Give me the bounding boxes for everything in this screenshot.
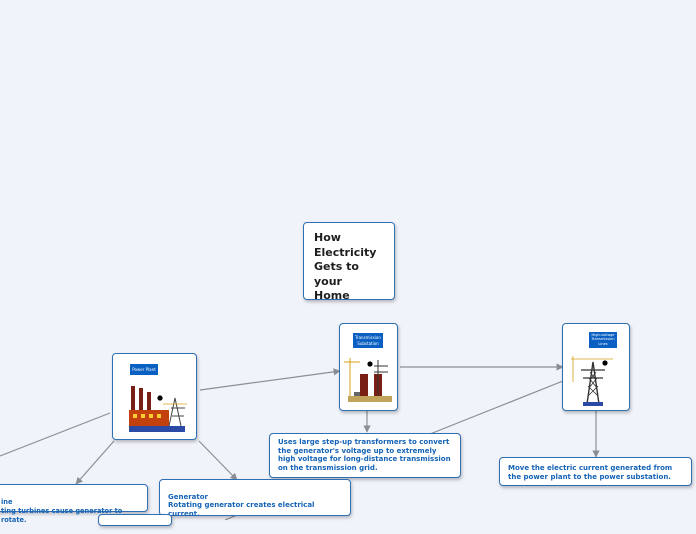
link-lines-back <box>429 380 564 435</box>
power-plant-tag: Power Plant <box>130 364 158 375</box>
generator-heading: Generator <box>168 492 209 501</box>
mind-map-canvas: How Electricity Gets to your Home Power … <box>0 222 692 526</box>
substation-description: Uses large step-up transformers to conve… <box>278 438 451 472</box>
high-voltage-lines-node[interactable]: High-voltage Transmission Lines <box>562 323 630 411</box>
link-plant-to-generator <box>198 440 238 481</box>
transmission-substation-tag: Transmission Substation <box>353 333 383 348</box>
link-plant-left <box>0 412 111 457</box>
title-node[interactable]: How Electricity Gets to your Home <box>303 222 395 302</box>
turbine-heading: ine <box>1 498 13 506</box>
transformer-icon <box>344 358 392 402</box>
offscreen-node[interactable] <box>98 514 172 526</box>
link-plant-to-substation <box>199 368 341 391</box>
power-lines-description-node[interactable]: Move the electric current generated from… <box>499 457 692 486</box>
transmission-substation-node[interactable]: Transmission Substation <box>339 323 398 411</box>
power-plant-node[interactable]: Power Plant <box>112 353 197 440</box>
connector-lines <box>0 363 600 520</box>
substation-description-node[interactable]: Uses large step-up transformers to conve… <box>269 433 461 478</box>
generator-description: Rotating generator creates electrical cu… <box>168 501 315 518</box>
factory-icon <box>129 386 187 432</box>
link-plant-to-turbine <box>75 440 115 485</box>
power-lines-description: Move the electric current generated from… <box>508 464 673 481</box>
pylon-icon <box>571 356 613 406</box>
high-voltage-lines-tag: High-voltage Transmission Lines <box>589 332 617 348</box>
map-title: How Electricity Gets to your Home <box>314 231 377 302</box>
